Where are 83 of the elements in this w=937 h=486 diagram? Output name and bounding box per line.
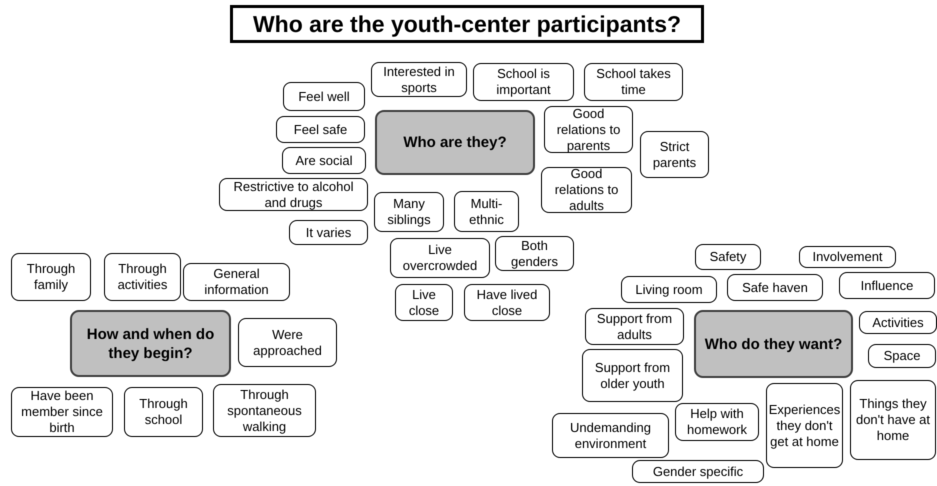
topic-box [694,310,853,378]
note-text: Things they don't have at home [854,396,932,444]
note-text: Multi-ethnic [468,196,505,228]
note-text: School is important [495,66,552,98]
note-text: Have lived close [476,286,538,318]
note-box [544,106,633,153]
note-box [464,284,550,321]
note-text: Feel well [298,88,350,104]
note-text: Have been member since birth [20,388,104,436]
note-box [395,284,453,321]
note-text: Both genders [510,238,559,270]
note-box [213,384,316,437]
note-box [238,318,337,367]
note-text: Space [884,348,920,364]
note-text: School takes time [595,66,672,98]
note-box [11,387,113,437]
note-text: Influence [860,278,914,294]
note-text: Through spontaneous walking [226,386,303,434]
note-text: Interested in sports [382,64,456,96]
note-box [495,236,574,271]
note-box [390,238,490,278]
topic-text: How and when do they begin? [86,324,216,362]
note-box [124,387,203,437]
topic-text: Who are they? [403,133,507,152]
title: Who are the youth-center participants? [230,5,704,43]
note-box [839,272,935,299]
note-text: Gender specific [652,464,744,480]
note-box [276,116,365,143]
note-text: Many siblings [386,196,432,228]
note-text: Experiences they don't get at home [768,402,840,450]
note-box [371,62,467,97]
note-text: Good relations to adults [554,166,620,214]
note-text: Live close [408,286,440,318]
note-text: Involvement [812,249,883,265]
note-text: General information [203,266,270,298]
note-box [454,191,519,232]
topic-box [375,110,535,175]
note-box [541,167,632,213]
note-text: Restrictive to alcohol and drugs [232,178,354,210]
note-text: It varies [306,224,352,240]
note-box [289,220,368,245]
topic-box [70,310,231,377]
note-text: Through family [26,261,76,293]
note-box [584,63,683,101]
note-text: Activities [872,314,924,330]
note-box [799,246,896,268]
note-text: Through activities [116,261,168,293]
note-text: Are social [295,152,353,168]
note-box [868,344,936,368]
note-box [183,263,290,301]
note-box [727,274,823,301]
note-box [766,383,843,468]
note-box [675,403,759,441]
note-box [850,380,936,460]
note-box [632,460,764,483]
note-box [473,63,574,101]
note-text: Safety [710,249,746,265]
note-box [104,253,181,301]
note-box [582,349,683,402]
note-text: Living room [635,282,703,298]
note-text: Support from older youth [594,360,672,392]
note-text: Good relations to parents [556,106,622,154]
note-text: Help with homework [686,406,748,438]
note-text: Feel safe [294,122,348,138]
note-box [621,276,717,303]
topic-text: Who do they want? [704,334,842,354]
note-box [859,311,937,334]
note-text: Undemanding environment [569,420,652,452]
note-box [282,147,366,174]
note-box [219,178,368,211]
note-box [640,131,709,178]
note-text: Were approached [252,326,323,358]
note-text: Strict parents [652,138,698,170]
note-box [585,308,684,345]
note-text: Support from adults [596,310,674,342]
note-box [552,413,669,458]
note-text: Through school [138,396,189,428]
note-box [374,192,444,232]
note-box [283,82,365,111]
note-text: Safe haven [742,280,808,296]
note-text: Live overcrowded [402,242,478,274]
note-box [11,253,91,301]
note-box [695,244,761,270]
